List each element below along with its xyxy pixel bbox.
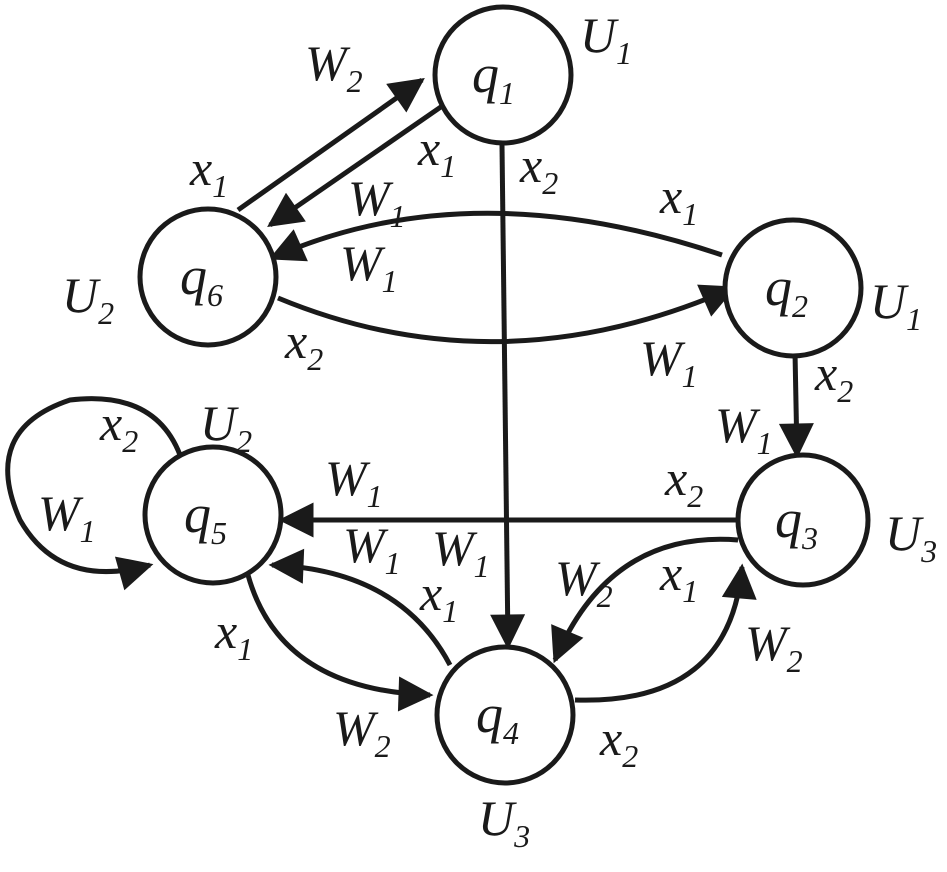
svg-text:q2: q2 — [765, 257, 808, 324]
edge-q6-q1 — [236, 77, 425, 213]
edges — [5, 77, 814, 712]
svg-text:q3: q3 — [775, 489, 818, 556]
edge-q1-q6-output: W1 — [348, 170, 406, 234]
edge-q3-q5-input: x2 — [664, 450, 703, 514]
edge-q1-q4 — [490, 144, 526, 650]
state-q3: q3 — [735, 452, 871, 588]
state-output-labels: U1 U1 U3 U3 U2 U2 — [62, 7, 937, 854]
edge-q5-q4-input: x1 — [214, 603, 253, 667]
state-q2: q2 — [722, 217, 864, 359]
edge-q2-q6 — [268, 210, 723, 262]
svg-text:q5: q5 — [184, 484, 227, 551]
edge-q6-q1-output: W2 — [305, 35, 363, 99]
edge-q6-q1-input: x1 — [189, 140, 228, 204]
edge-q1-q6-input: x1 — [417, 120, 456, 184]
edge-q4-q5-input: x1 — [419, 565, 458, 629]
edge-q4-q3-input: x2 — [599, 710, 638, 774]
state-q1-output: U1 — [580, 7, 632, 71]
edge-q4-q5 — [268, 548, 453, 667]
edge-q4-q3-output: W2 — [745, 615, 803, 679]
edge-q4-q5-output: W1 — [343, 517, 401, 581]
state-q2-output: U1 — [870, 273, 922, 337]
edge-q5-q5 — [5, 396, 183, 591]
state-q2-label: q — [765, 257, 792, 317]
state-q3-label: q — [775, 489, 802, 549]
state-q6: q6 — [137, 206, 279, 348]
edge-q2-q3-input: x2 — [814, 345, 853, 409]
edge-q3-q4-input: x1 — [659, 545, 698, 609]
edge-q1-q4-output: W1 — [432, 520, 490, 584]
state-q1: q1 — [432, 4, 574, 146]
state-q4-label: q — [476, 684, 503, 744]
svg-text:q4: q4 — [476, 684, 519, 751]
edge-q4-q3 — [574, 563, 757, 703]
nodes: q1 q2 q3 q4 q5 q6 — [137, 4, 871, 786]
edge-q1-q6 — [267, 99, 450, 228]
state-q5-label: q — [184, 484, 211, 544]
edge-q3-q5-output: W1 — [325, 450, 383, 514]
svg-text:q1: q1 — [472, 44, 515, 111]
edge-q2-q3-output: W1 — [715, 397, 773, 461]
edge-q3-q4-output: W2 — [555, 550, 613, 614]
edge-q5-q4 — [245, 574, 434, 712]
edge-q1-q4-input: x2 — [519, 137, 558, 201]
edge-q6-q2 — [277, 284, 737, 345]
state-q1-label: q — [472, 44, 499, 104]
edge-q6-q2-output: W1 — [640, 330, 698, 394]
state-q5: q5 — [142, 444, 284, 586]
state-q3-output: U3 — [885, 505, 937, 569]
edge-q6-q2-input: x2 — [284, 313, 323, 377]
state-q6-output: U2 — [62, 267, 114, 331]
state-q5-output: U2 — [200, 395, 252, 459]
edge-q3-q4 — [551, 536, 739, 664]
edge-q2-q6-input: x1 — [659, 168, 698, 232]
svg-text:q6: q6 — [180, 246, 223, 313]
state-q4-output: U3 — [478, 790, 530, 854]
edge-q5-q5-output: W1 — [38, 485, 96, 549]
edge-q5-q5-input: x2 — [99, 395, 138, 459]
state-q6-label: q — [180, 246, 207, 306]
edge-q2-q6-output: W1 — [340, 235, 398, 299]
state-q4: q4 — [434, 644, 576, 786]
edge-q2-q3 — [778, 351, 814, 459]
edge-q5-q4-output: W2 — [333, 700, 391, 764]
transition-labels: x1 W2 x1 W1 x2 W1 x1 W1 x2 W1 x2 W1 x2 W… — [38, 35, 853, 774]
